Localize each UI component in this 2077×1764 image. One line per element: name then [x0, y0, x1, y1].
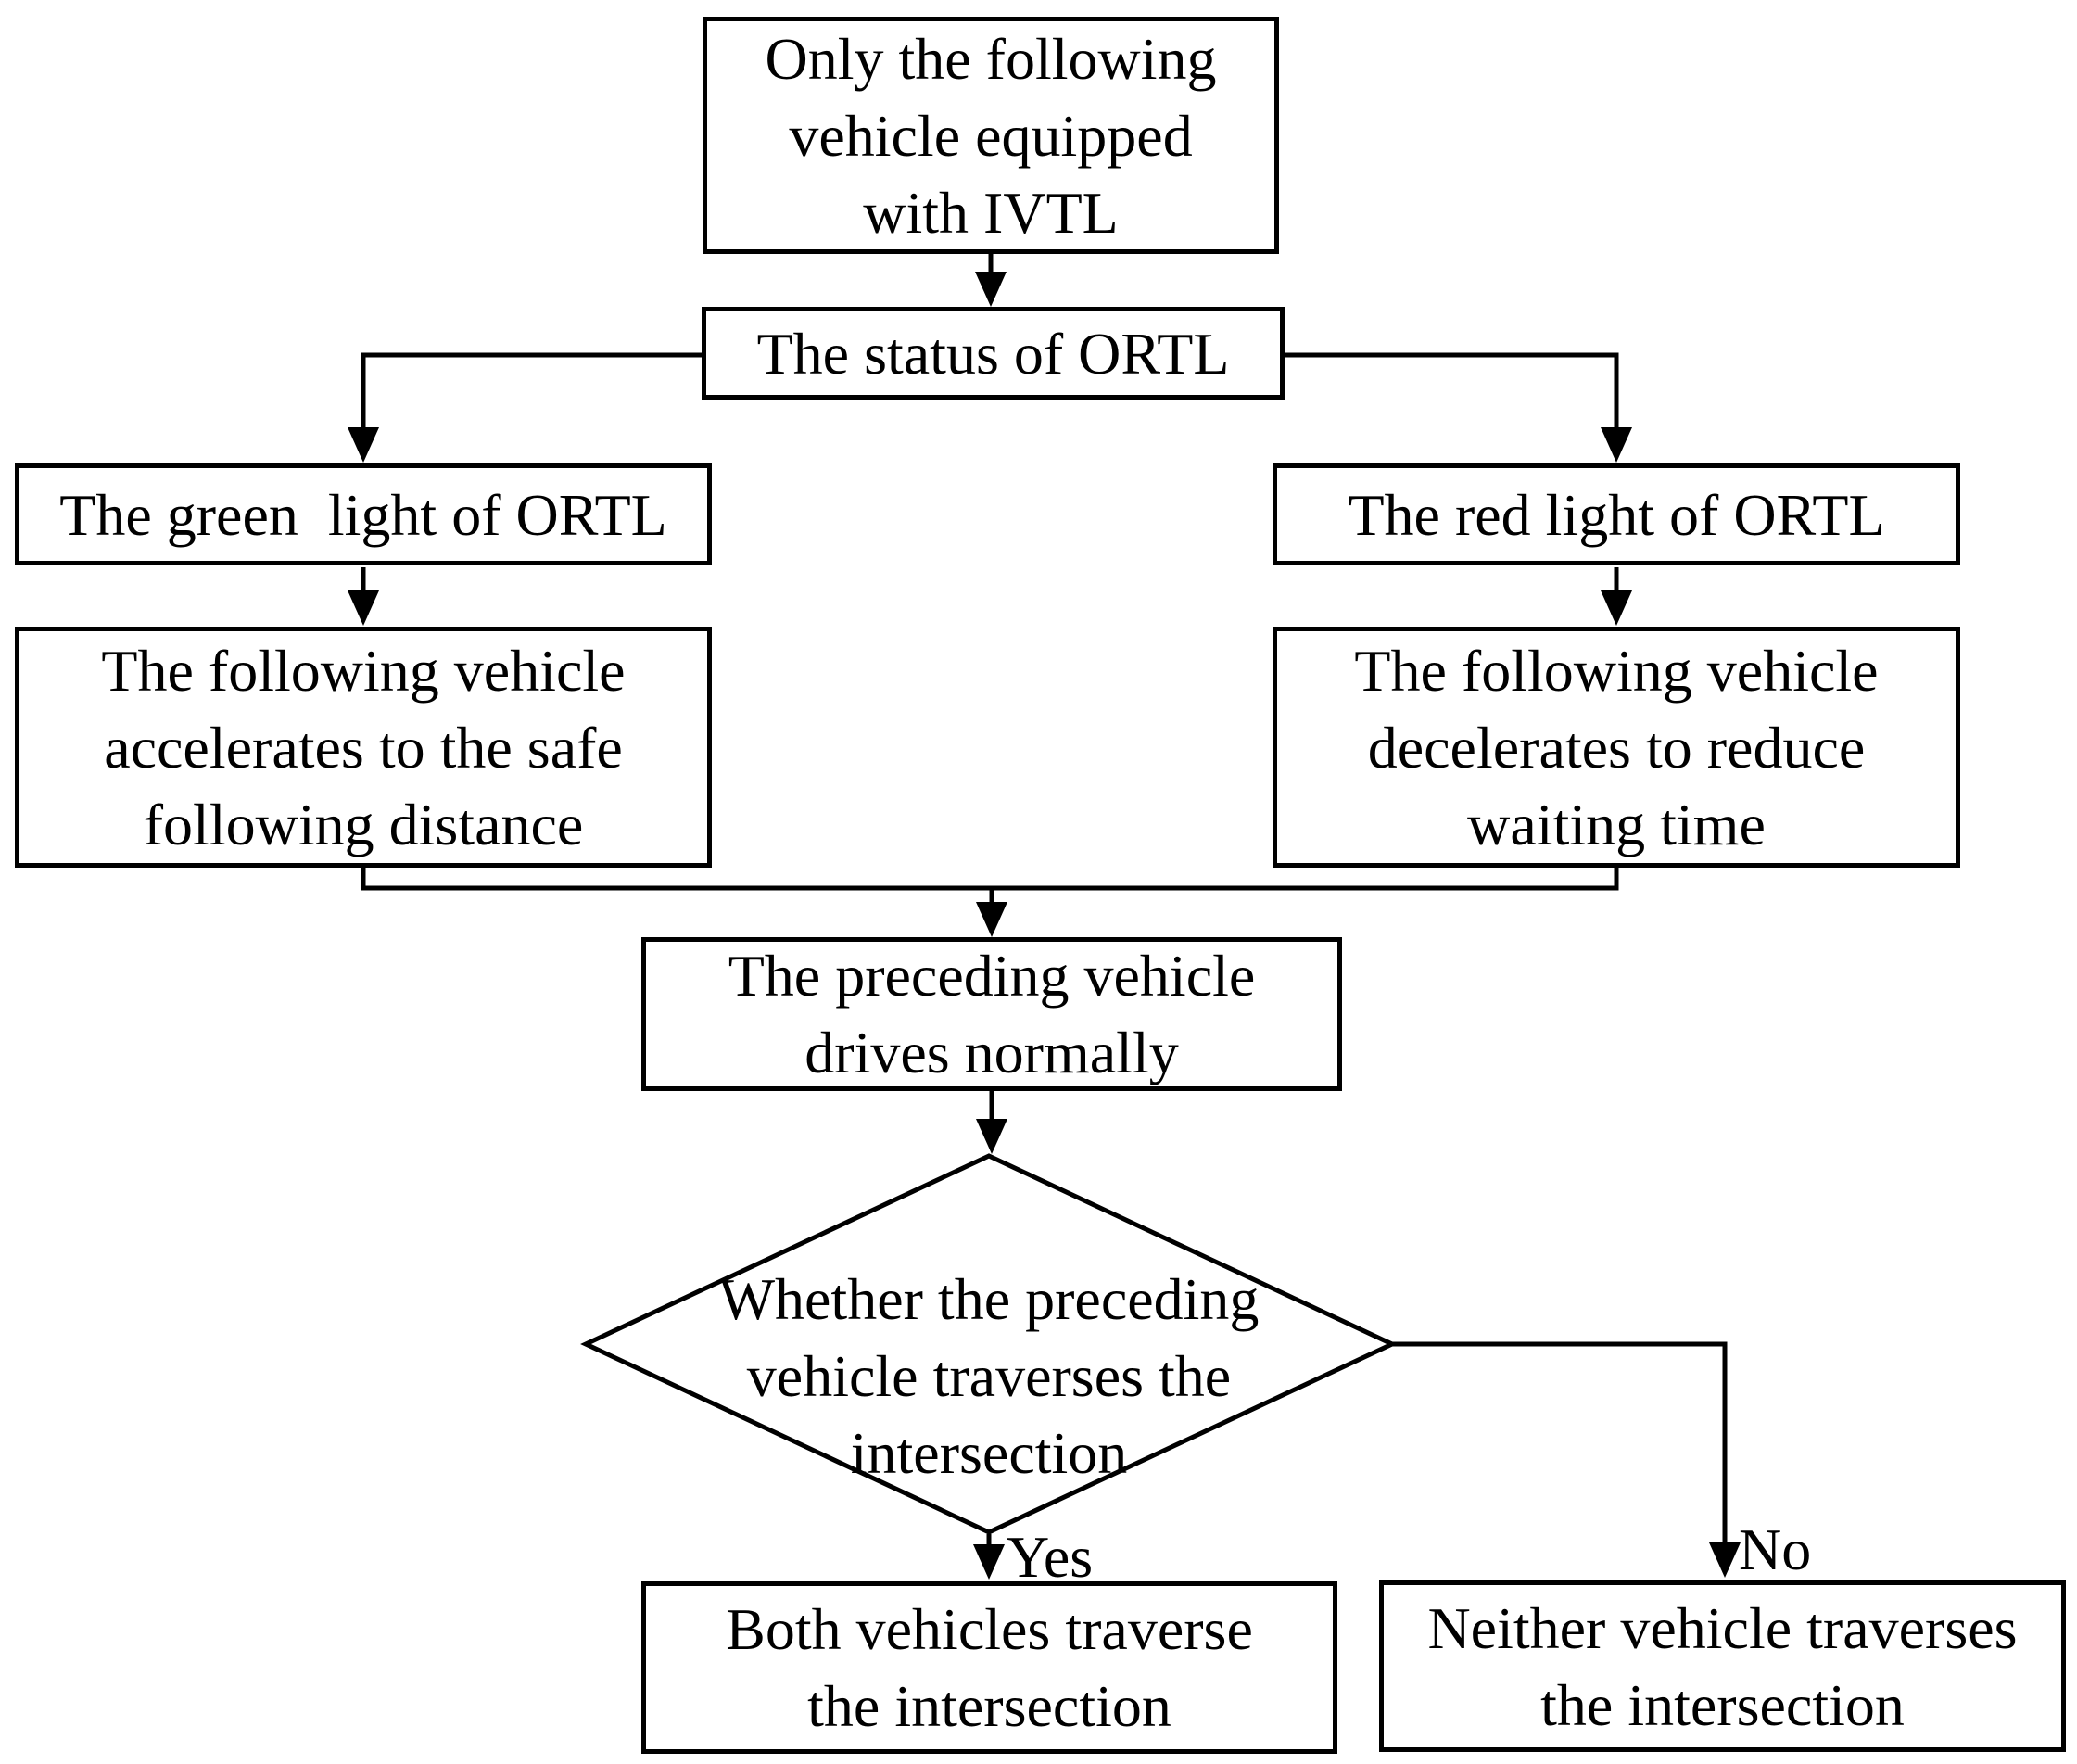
arrowhead-status-to-red: [1601, 427, 1632, 463]
arrowhead-decision-to-neither: [1709, 1542, 1741, 1578]
both-vehicles-label: Both vehicles traverse the intersection: [726, 1596, 1253, 1739]
decision-diamond-label: Whether the preceding vehicle traverses …: [718, 1266, 1260, 1486]
decelerate-label: The following vehicle decelerates to red…: [1354, 637, 1879, 857]
start-node-only-following-vehicle: Only the following vehicle equipped with…: [703, 17, 1279, 254]
connector-merge-line: [361, 866, 1619, 891]
red-light-node: The red light of ORTL: [1273, 463, 1960, 565]
no-edge-label: No: [1739, 1517, 1812, 1582]
preceding-vehicle-node: The preceding vehicle drives normally: [641, 937, 1342, 1091]
accelerate-node: The following vehicle accelerates to the…: [15, 627, 712, 868]
decision-diamond-shape: [580, 1153, 1398, 1535]
status-node-label: The status of ORTL: [756, 320, 1230, 387]
green-light-node: The green light of ORTL: [15, 463, 712, 565]
connector-status-to-red: [1285, 352, 1619, 427]
start-node-label: Only the following vehicle equipped with…: [765, 25, 1217, 246]
neither-vehicle-node: Neither vehicle traverses the intersecti…: [1379, 1580, 2066, 1752]
red-light-label: The red light of ORTL: [1348, 481, 1885, 548]
arrowhead-status-to-green: [348, 427, 379, 463]
arrowhead-decision-to-both: [973, 1544, 1005, 1580]
arrowhead-merge-to-preceding: [976, 902, 1007, 937]
decelerate-node: The following vehicle decelerates to red…: [1273, 627, 1960, 868]
decision-diamond: Whether the preceding vehicle traverses …: [586, 1261, 1392, 1491]
accelerate-label: The following vehicle accelerates to the…: [101, 637, 626, 857]
connector-decision-to-neither: [1390, 1341, 1728, 1542]
arrowhead-red-to-decelerate: [1601, 590, 1632, 626]
arrowhead-green-to-accelerate: [348, 590, 379, 626]
status-of-ortl-node: The status of ORTL: [702, 307, 1285, 400]
arrowhead-preceding-to-decision: [976, 1119, 1007, 1154]
both-vehicles-node: Both vehicles traverse the intersection: [641, 1581, 1337, 1754]
connector-status-to-green: [361, 352, 702, 427]
yes-edge-label: Yes: [1007, 1524, 1094, 1590]
neither-vehicle-label: Neither vehicle traverses the intersecti…: [1427, 1594, 2018, 1738]
arrowhead-only-to-status: [975, 272, 1007, 307]
green-light-label: The green light of ORTL: [59, 481, 667, 548]
preceding-vehicle-label: The preceding vehicle drives normally: [728, 943, 1256, 1085]
